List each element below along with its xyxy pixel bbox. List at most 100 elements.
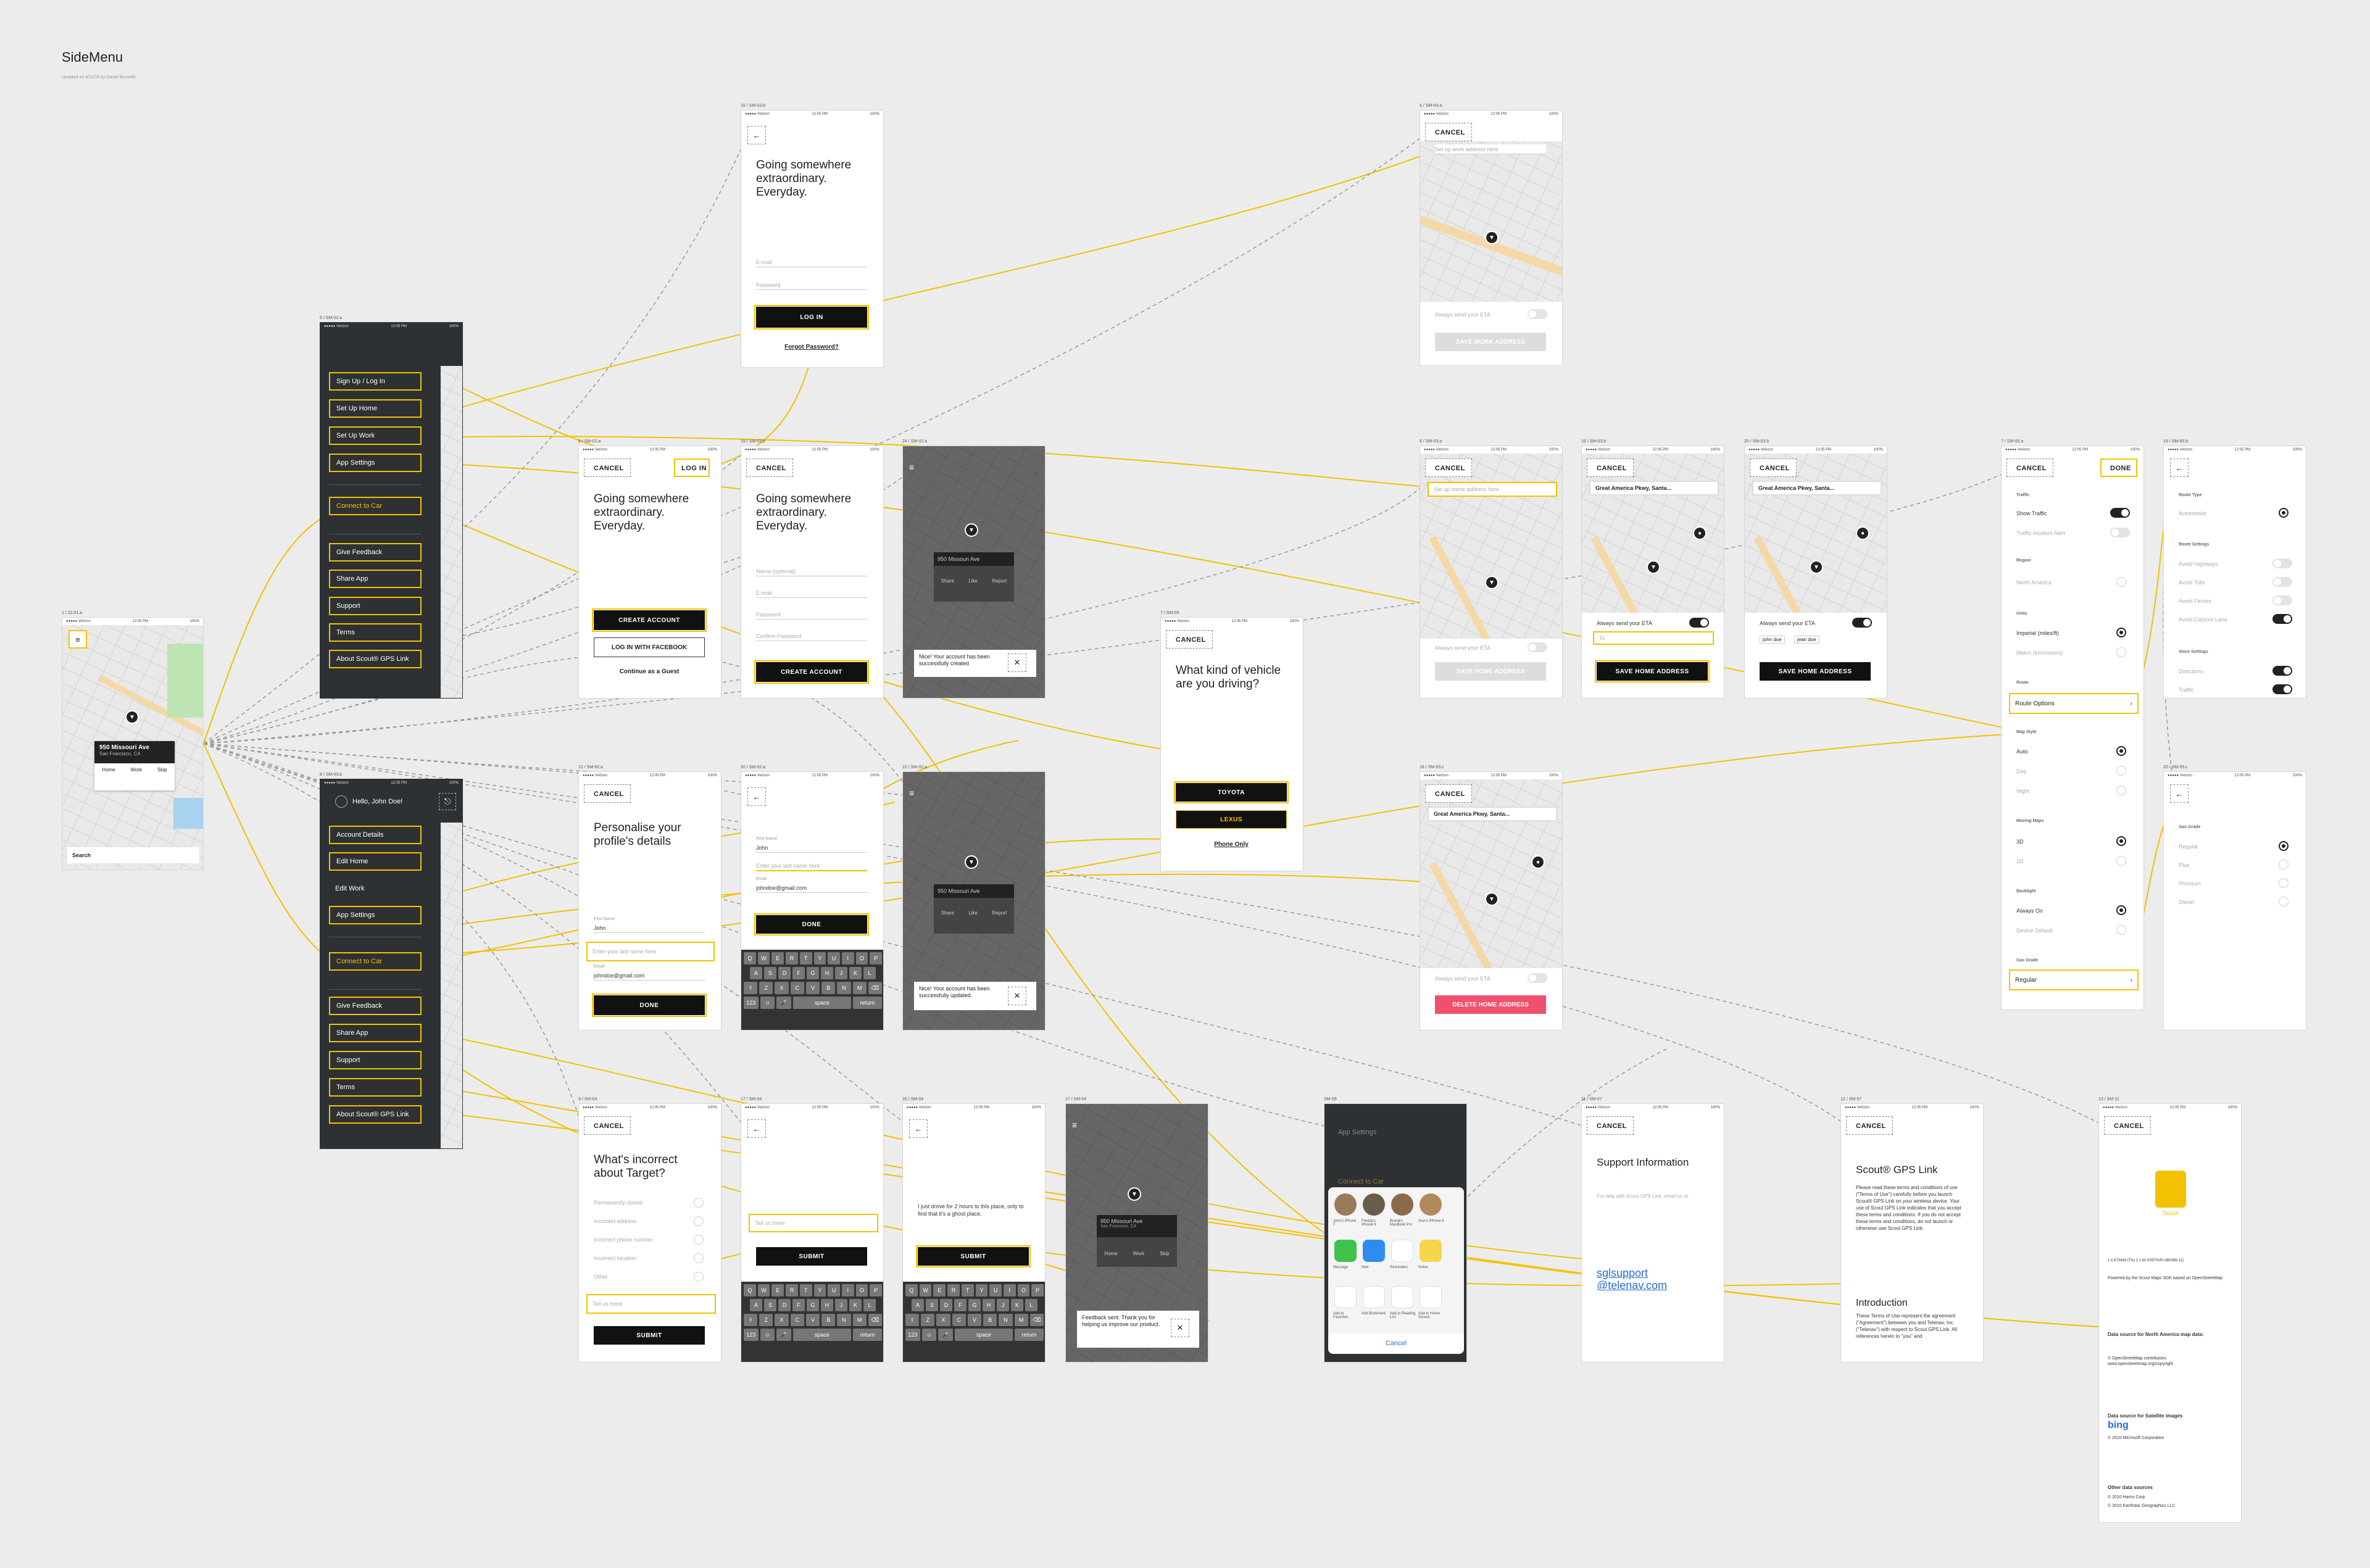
login-button[interactable]: LOG IN [756,307,867,328]
always-on-radio[interactable] [2116,905,2126,915]
menu-item-app-settings[interactable]: App Settings [329,454,422,472]
forgot-password-link[interactable]: Forgot Password? [756,344,867,351]
back-arrow-icon[interactable]: ← [747,126,766,144]
menu-item-edit-work[interactable]: Edit Work [329,879,422,898]
close-icon[interactable]: ✕ [1008,653,1026,672]
done-button[interactable]: DONE [2110,465,2131,472]
route-options-row[interactable]: Route Options› [2009,693,2139,714]
regular-radio[interactable] [2279,841,2289,851]
home-address-input[interactable]: Great America Pkwy, Santa... [1752,481,1882,496]
mail-icon[interactable] [1363,1240,1385,1262]
menu-item-set-up-work[interactable]: Set Up Work [329,426,422,445]
eta-toggle[interactable] [1852,618,1872,628]
menu-item-terms[interactable]: Terms [329,1078,422,1097]
home-screen-icon[interactable] [1420,1286,1442,1308]
message-icon[interactable] [1334,1240,1357,1262]
hamburger-icon[interactable]: ≡ [1072,1120,1077,1130]
hamburger-icon[interactable]: ≡ [909,462,914,472]
day-radio[interactable] [2116,766,2126,776]
work-action[interactable]: Work [131,767,143,773]
menu-item-set-up-home[interactable]: Set Up Home [329,399,422,418]
save-home-button[interactable]: SAVE HOME ADDRESS [1435,662,1546,681]
gas-grade-row[interactable]: Regular› [2009,969,2139,990]
lexus-button[interactable]: LEXUS [1176,810,1287,829]
traffic-voice-toggle[interactable] [2272,684,2292,694]
logout-icon[interactable]: ⎋ [439,793,456,810]
create-account-button[interactable]: CREATE ACCOUNT [594,610,705,630]
menu-item-about[interactable]: About Scout® GPS Link [329,650,422,668]
skip-action[interactable]: Skip [157,767,167,773]
3d-radio[interactable] [2116,836,2126,846]
home-address-input[interactable]: Great America Pkwy, Santa... [1589,481,1719,496]
airdrop-contact[interactable] [1391,1193,1413,1216]
home-address-input[interactable]: Set up home address here [1428,482,1557,497]
contact-chip[interactable]: john doe [1760,636,1785,644]
eta-toggle[interactable] [1528,309,1547,319]
menu-item-account-details[interactable]: Account Details [329,826,422,844]
support-email-domain[interactable]: @telenav.com [1597,1279,1667,1292]
back-arrow-icon[interactable]: ← [909,1119,928,1138]
menu-item-give-feedback[interactable]: Give Feedback [329,997,422,1015]
avoid-ferries-toggle[interactable] [2272,595,2292,605]
save-work-button[interactable]: SAVE WORK ADDRESS [1435,333,1546,351]
confirm-password-field[interactable]: Confirm Password [756,631,867,641]
eta-recipient-field[interactable]: To: [1593,631,1714,645]
cancel-button[interactable]: CANCEL [1856,1122,1886,1130]
reading-list-icon[interactable] [1391,1286,1413,1308]
incident-alert-toggle[interactable] [2110,528,2130,537]
reminders-icon[interactable] [1391,1240,1413,1262]
eta-toggle[interactable] [1528,642,1547,652]
menu-item-connect-to-car[interactable]: Connect to Car [329,952,422,971]
avoid-tolls-toggle[interactable] [2272,577,2292,587]
bookmark-icon[interactable] [1363,1286,1385,1308]
hamburger-menu-button[interactable]: ≡ [69,630,87,649]
cancel-button[interactable]: CANCEL [2114,1122,2144,1130]
cancel-button[interactable]: CANCEL [1760,465,1790,472]
night-radio[interactable] [2116,786,2126,795]
delete-home-button[interactable]: DELETE HOME ADDRESS [1435,995,1546,1014]
email-field[interactable]: johndoe@gmail.com [756,883,867,893]
cancel-button[interactable]: CANCEL [756,465,786,472]
tell-us-more-field[interactable]: Tell us more [586,1294,716,1314]
back-arrow-icon[interactable]: ← [2170,784,2189,803]
closed-radio[interactable] [694,1198,704,1208]
email-field[interactable]: johndoe@gmail.com [594,971,705,981]
close-icon[interactable]: ✕ [1171,1319,1189,1337]
device-default-radio[interactable] [2116,925,2126,935]
avoid-carpool-toggle[interactable] [2272,614,2292,624]
cancel-button[interactable]: CANCEL [1597,1122,1627,1130]
password-field[interactable]: Password [756,610,867,620]
phone-radio[interactable] [694,1235,704,1245]
notes-icon[interactable] [1420,1240,1442,1262]
favorites-icon[interactable] [1334,1286,1357,1308]
submit-button[interactable]: SUBMIT [918,1247,1029,1266]
menu-item-give-feedback[interactable]: Give Feedback [329,543,422,562]
2d-radio[interactable] [2116,856,2126,866]
airdrop-contact[interactable] [1420,1193,1442,1216]
back-arrow-icon[interactable]: ← [2170,458,2189,477]
automobile-radio[interactable] [2279,508,2289,518]
avoid-highways-toggle[interactable] [2272,558,2292,568]
cancel-button[interactable]: CANCEL [1435,465,1465,472]
address-radio[interactable] [694,1216,704,1226]
menu-item-signup-login[interactable]: Sign Up / Log In [329,372,422,391]
search-bar[interactable]: Search [67,847,199,863]
password-field[interactable]: Password [756,280,867,290]
login-link[interactable]: LOG IN [681,465,707,472]
email-field[interactable]: E-mail [756,588,867,598]
close-icon[interactable]: ✕ [1008,987,1026,1005]
place-card[interactable]: 950 Missouri Ave San Francisco, CA Home … [94,741,175,790]
home-action[interactable]: Home [102,767,115,773]
menu-item-share-app[interactable]: Share App [329,570,422,588]
cancel-button[interactable]: CANCEL [2016,465,2047,472]
directions-toggle[interactable] [2272,666,2292,676]
contact-chip[interactable]: jean doe [1794,636,1819,644]
menu-item-edit-home[interactable]: Edit Home [329,852,422,871]
facebook-login-button[interactable]: LOG IN WITH FACEBOOK [594,637,705,657]
menu-item-connect-to-car[interactable]: Connect to Car [329,497,422,515]
imperial-radio[interactable] [2116,628,2126,637]
